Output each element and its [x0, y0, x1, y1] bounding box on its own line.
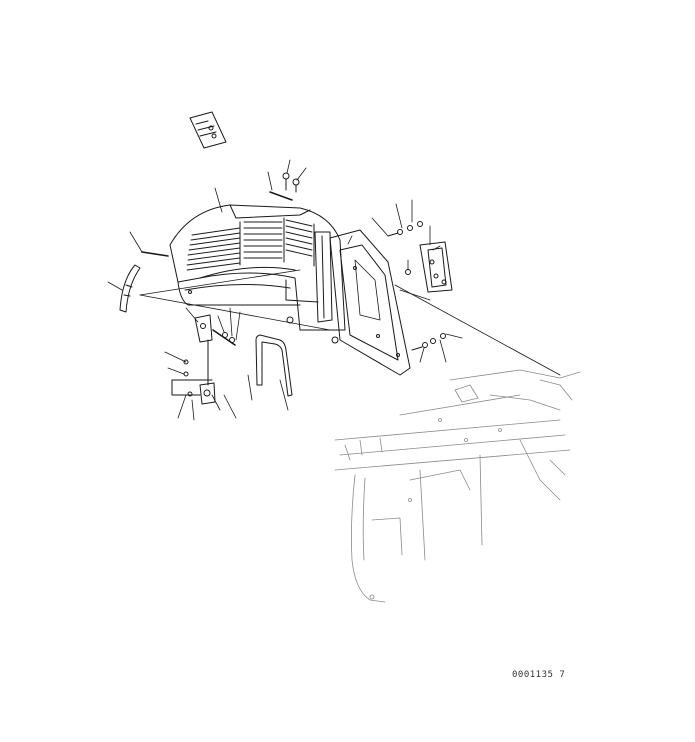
latch-assembly	[171, 359, 216, 405]
bolts-right-lower	[411, 333, 446, 351]
assembly-guide-lines	[139, 269, 561, 376]
bottom-gasket	[255, 334, 293, 397]
leader-lines	[107, 159, 463, 421]
bolt-panel-lower	[331, 336, 339, 344]
grill-slats-right	[285, 219, 313, 257]
front-seal-strip	[119, 251, 169, 313]
grill-slats-center	[243, 221, 283, 259]
grill-slats-left	[186, 227, 241, 271]
support-bracket	[194, 314, 236, 386]
reference-code: 0001135 7	[512, 670, 566, 680]
screw-top	[269, 191, 293, 201]
bolt-hood-lower	[286, 316, 294, 324]
side-panel	[329, 229, 411, 376]
decal-plate	[189, 111, 227, 149]
hinge-bracket	[419, 241, 453, 293]
bolt-top-b	[292, 178, 300, 193]
fasteners	[222, 172, 446, 351]
vehicle-frame	[334, 369, 581, 603]
bolt-bracket	[222, 332, 235, 343]
bolt-top-a	[282, 172, 290, 191]
bolts-right-top	[387, 221, 423, 237]
engine-hood-cover	[169, 204, 346, 331]
